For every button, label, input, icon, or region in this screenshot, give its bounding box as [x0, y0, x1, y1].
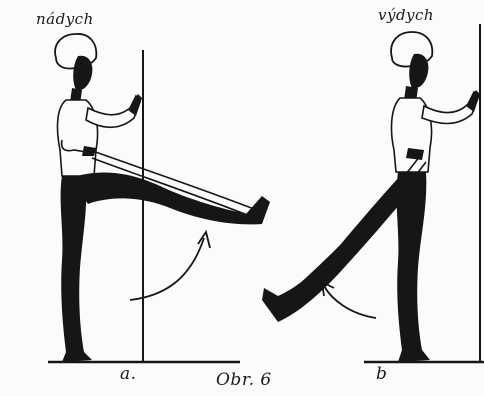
figure-b-head	[409, 54, 428, 89]
figure-a-standing-leg	[61, 176, 92, 362]
figure-a	[55, 34, 270, 362]
figure-a-raised-leg	[70, 172, 270, 224]
figure-caption: Obr. 6	[216, 370, 272, 390]
exhale-label: výdych	[378, 6, 434, 24]
panel-b-label: b	[376, 364, 387, 384]
figure-b-arrow	[324, 286, 376, 318]
figure-a-arrow	[130, 238, 204, 300]
figure-b	[262, 32, 480, 362]
panel-a-label: a.	[120, 364, 137, 384]
figure-a-head	[73, 56, 92, 91]
figure-b-hand-low	[406, 148, 424, 160]
inhale-label: nádych	[36, 10, 94, 28]
